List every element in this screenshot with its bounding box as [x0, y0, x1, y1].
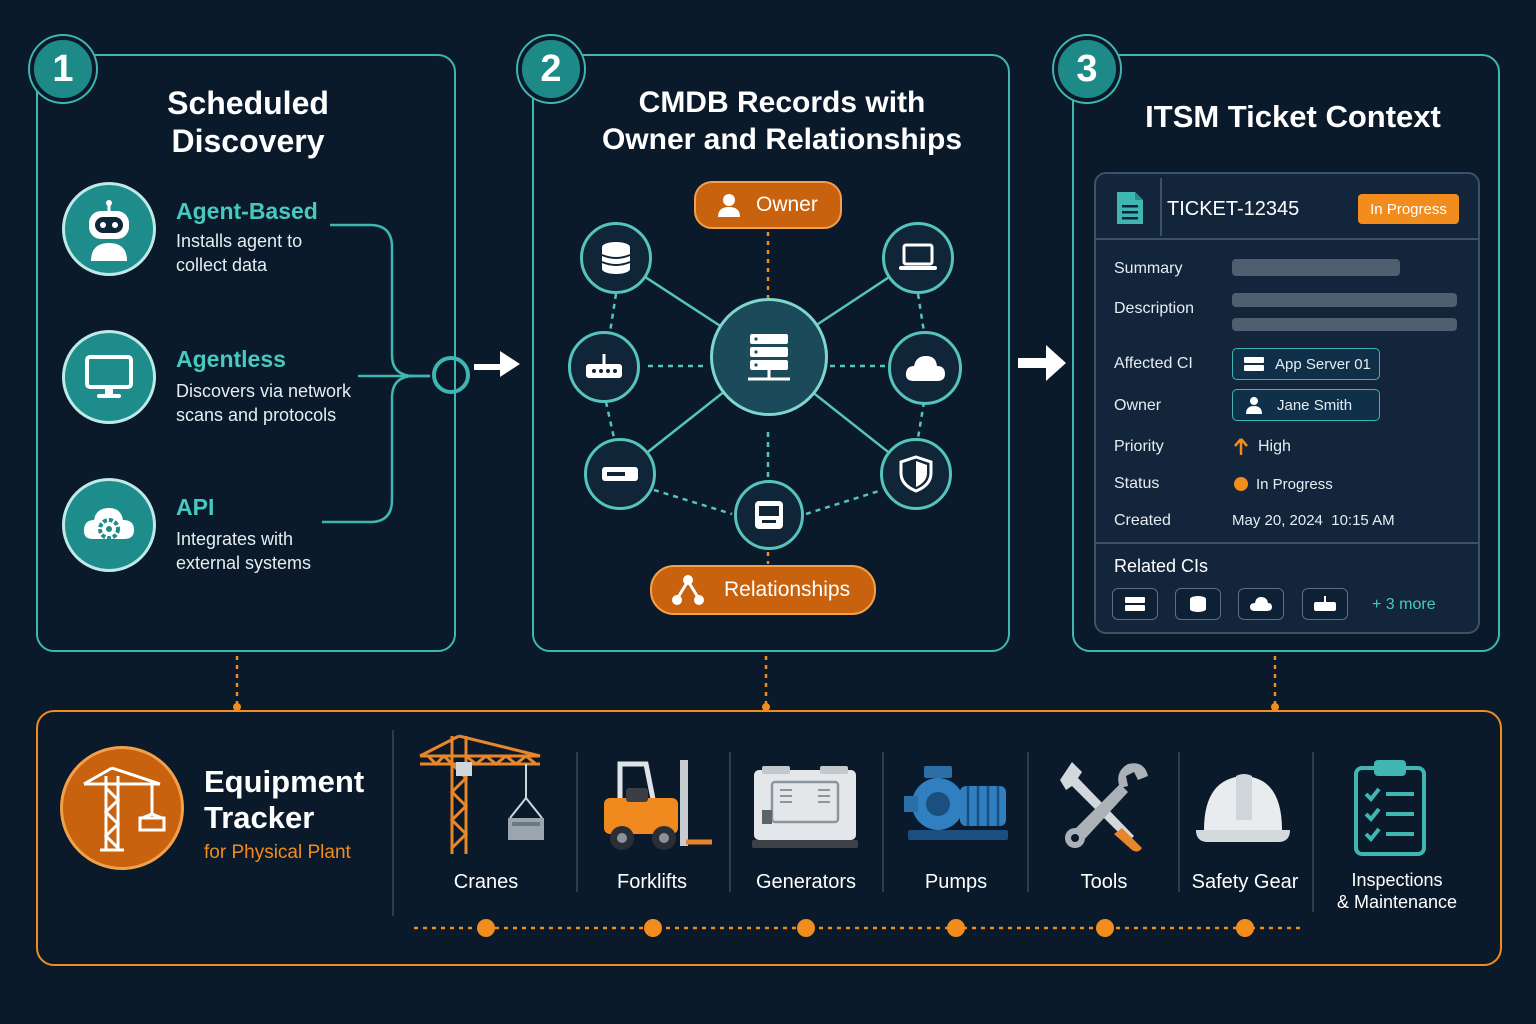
timeline-dot — [947, 919, 965, 937]
card-divider — [1096, 542, 1478, 544]
panel-title: ITSM Ticket Context — [1145, 99, 1441, 134]
panel-itsm-ticket — [1072, 54, 1500, 652]
created-label: Created — [1114, 512, 1171, 529]
cloud-icon — [888, 331, 962, 405]
timeline-dot — [477, 919, 495, 937]
owner-pill: Owner — [694, 181, 842, 229]
shield-icon — [880, 438, 952, 510]
divider — [576, 752, 578, 892]
divider — [882, 752, 884, 892]
description-placeholder — [1232, 293, 1457, 307]
equipment-label: Forklifts — [617, 871, 687, 893]
laptop-icon — [882, 222, 954, 294]
equipment-label: Pumps — [924, 871, 988, 893]
timeline-dot — [797, 919, 815, 937]
equipment-label: Cranes — [453, 871, 519, 893]
crane-icon — [60, 746, 184, 870]
equipment-label: Safety Gear — [1191, 871, 1299, 893]
divider — [1178, 752, 1180, 892]
timeline-dot — [644, 919, 662, 937]
ticket-id[interactable]: TICKET-12345 — [1167, 198, 1300, 220]
pump-icon — [904, 766, 1008, 840]
related-more-link[interactable]: + 3 more — [1372, 596, 1436, 613]
cloud-icon — [1250, 597, 1272, 611]
arrow-right-icon — [474, 351, 520, 377]
monitor-icon — [62, 330, 156, 424]
description-label: Description — [1114, 300, 1195, 317]
step-number-badge: 1 — [30, 36, 96, 102]
arrow-right-icon — [1018, 345, 1066, 381]
panel-scheduled-discovery — [36, 54, 456, 652]
divider — [1027, 752, 1029, 892]
priority-label: Priority — [1114, 438, 1164, 455]
divider — [729, 752, 731, 892]
divider — [1312, 752, 1314, 912]
summary-label: Summary — [1114, 260, 1183, 277]
equipment-label: Generators — [755, 871, 857, 893]
status-badge: In Progress — [1358, 194, 1459, 224]
tower-crane-icon — [419, 734, 544, 854]
router-icon — [568, 331, 640, 403]
server-icon — [1244, 357, 1264, 371]
document-icon — [1117, 192, 1143, 224]
server-icon — [1125, 597, 1145, 611]
forklift-icon — [604, 760, 712, 850]
method-title: Agent-Based — [176, 198, 318, 224]
created-value: May 20, 2024 10:15 AM — [1232, 512, 1395, 529]
cloud-gear-icon — [62, 478, 156, 572]
equipment-label: Inspections& Maintenance — [1336, 870, 1458, 912]
robot-icon — [62, 182, 156, 276]
related-ci-cloud[interactable] — [1238, 588, 1284, 620]
method-title: Agentless — [176, 346, 286, 372]
priority-value: High — [1258, 438, 1291, 455]
tracker-subtitle: for Physical Plant — [204, 842, 351, 863]
affected-ci-label: Affected CI — [1114, 355, 1193, 372]
tools-icon — [1060, 762, 1148, 852]
owner-label: Owner — [1114, 397, 1162, 414]
step-number-badge: 2 — [518, 36, 584, 102]
panel-title: CMDB Records with Owner and Relationship… — [601, 86, 963, 156]
database-icon — [1190, 596, 1206, 612]
timeline-dot — [1096, 919, 1114, 937]
router-icon — [1314, 596, 1336, 611]
user-icon — [718, 194, 740, 217]
hard-hat-icon — [1196, 774, 1290, 842]
related-ci-database[interactable] — [1175, 588, 1221, 620]
status-dot — [1234, 477, 1248, 491]
related-ci-router[interactable] — [1302, 588, 1348, 620]
arrow-up-icon — [1234, 438, 1248, 455]
server-icon — [710, 298, 828, 416]
affected-ci-chip[interactable]: App Server 01 — [1232, 348, 1380, 380]
status-value: In Progress — [1256, 476, 1333, 493]
summary-placeholder — [1232, 259, 1400, 276]
related-cis-label: Related CIs — [1114, 556, 1209, 576]
owner-chip[interactable]: Jane Smith — [1232, 389, 1380, 421]
junction-node — [432, 356, 470, 394]
description-placeholder — [1232, 318, 1457, 331]
hierarchy-icon — [672, 575, 704, 605]
switch-icon — [584, 438, 656, 510]
step-number-badge: 3 — [1054, 36, 1120, 102]
storage-icon — [734, 480, 804, 550]
generator-icon — [752, 766, 858, 848]
equipment-tracker-panel — [36, 710, 1502, 966]
relationships-pill: Relationships — [650, 565, 876, 615]
related-ci-server[interactable] — [1112, 588, 1158, 620]
status-label: Status — [1114, 475, 1160, 492]
user-icon — [1246, 397, 1262, 414]
clipboard-checklist-icon — [1354, 760, 1426, 856]
timeline-dot — [1236, 919, 1254, 937]
equipment-label: Tools — [1080, 871, 1128, 893]
database-icon — [580, 222, 652, 294]
panel-cmdb-records — [532, 54, 1010, 652]
divider — [392, 730, 394, 916]
method-title: API — [176, 494, 215, 520]
panel-title: Scheduled Discovery — [167, 85, 329, 159]
card-divider — [1096, 238, 1478, 240]
header-divider — [1160, 178, 1162, 236]
